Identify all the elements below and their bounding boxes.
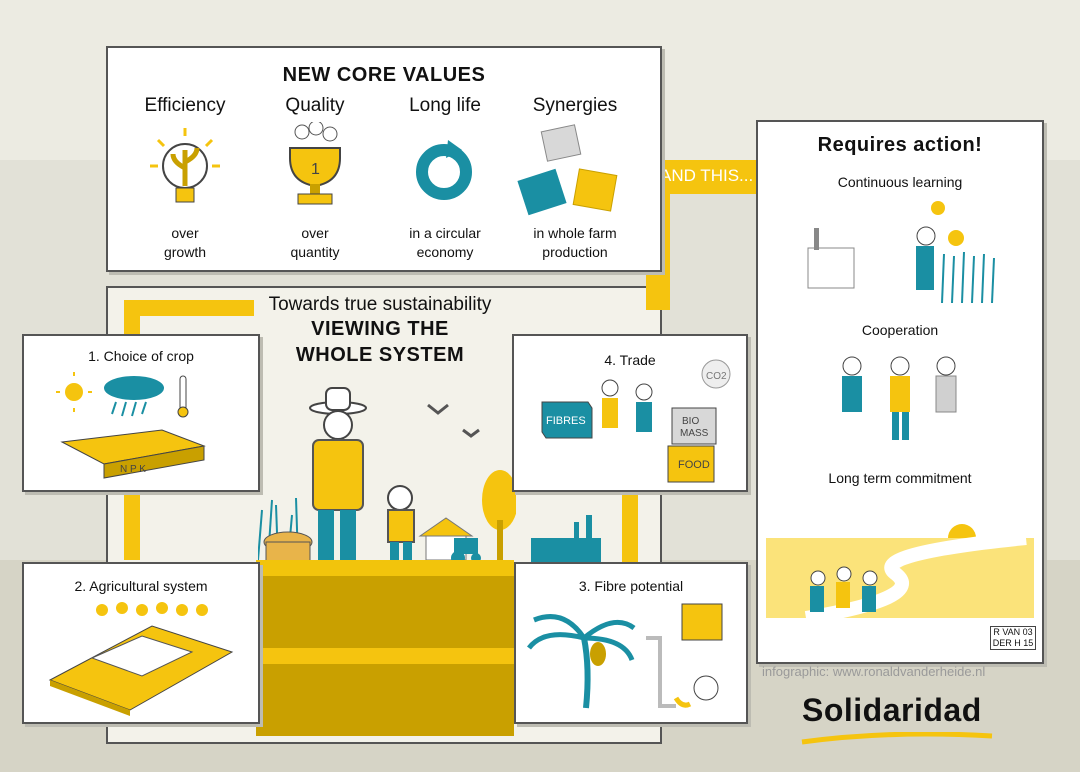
step-agri-panel: 2. Agricultural system <box>22 562 260 724</box>
connector-bar <box>244 648 524 664</box>
signature-line: DER H 15 <box>992 638 1034 648</box>
signature-line: R VAN 03 <box>993 627 1033 637</box>
center-subtitle: Towards true sustainability <box>268 294 492 315</box>
step-trade-panel: 4. Trade CO2 FIBRES BIO MASS FOOD <box>512 334 748 492</box>
value-sub-line: in a circular <box>409 225 481 241</box>
logo-swoosh <box>801 732 993 745</box>
value-sub-line: in whole farm <box>533 225 617 241</box>
fibre-illustration <box>527 603 723 709</box>
step-crop-title: 1. Choice of crop <box>88 348 194 364</box>
factory-illustration <box>531 515 601 563</box>
center-title-line1: VIEWING THE <box>311 318 449 340</box>
value-sub: in a circular economy <box>380 224 510 262</box>
value-heading: Efficiency <box>144 95 226 116</box>
fibres-label: FIBRES <box>546 415 586 427</box>
bio-label: BIO <box>682 416 699 427</box>
value-sub: in whole farm production <box>510 224 640 262</box>
step-trade-title: 4. Trade <box>604 352 656 368</box>
trophy-cotton-icon: 1 <box>289 122 341 205</box>
npk-label: N P K <box>120 464 146 475</box>
trade-illustration: CO2 FIBRES BIO MASS FOOD <box>541 359 731 483</box>
core-values-panel: NEW CORE VALUES Efficiency Quality Long … <box>106 46 662 272</box>
value-sub: over growth <box>120 224 250 262</box>
mass-label: MASS <box>680 428 709 439</box>
cooperation-illustration <box>842 356 957 440</box>
value-heading: Quality <box>285 95 345 116</box>
value-sub-line: over <box>171 225 199 241</box>
artist-signature: R VAN 03 DER H 15 <box>990 626 1036 650</box>
step-fibre-panel: 3. Fibre potential <box>514 562 748 724</box>
action-item-learning: Continuous learning <box>837 174 963 190</box>
step-crop-panel: 1. Choice of crop N P K <box>22 334 260 492</box>
action-item-cooperation: Cooperation <box>861 322 939 338</box>
value-sub-line: growth <box>163 244 207 260</box>
connector-bar <box>124 480 140 560</box>
value-sub-line: economy <box>416 244 474 260</box>
value-sub-line: over <box>301 225 329 241</box>
value-heading: Synergies <box>532 95 618 116</box>
crop-weather-illustration: N P K <box>56 372 206 479</box>
food-label: FOOD <box>678 459 710 471</box>
commitment-illustration <box>766 524 1034 624</box>
circular-arrow-icon <box>416 140 472 200</box>
connector-bar <box>124 300 254 316</box>
solidaridad-logo: Solidaridad <box>802 692 982 728</box>
connector-bar <box>622 480 638 564</box>
and-this-label: AND THIS... <box>660 166 754 185</box>
requires-action-panel: Requires action! Continuous learning Coo… <box>756 120 1044 664</box>
center-title-line2: WHOLE SYSTEM <box>295 344 465 366</box>
value-sub: over quantity <box>250 224 380 262</box>
value-sub-line: production <box>542 244 608 260</box>
step-agri-title: 2. Agricultural system <box>74 578 208 594</box>
lightbulb-plant-icon <box>150 128 220 203</box>
step-fibre-title: 3. Fibre potential <box>578 578 684 594</box>
value-heading: Long life <box>409 95 481 116</box>
co2-label: CO2 <box>706 371 727 382</box>
action-title: Requires action! <box>817 134 983 156</box>
core-values-title: NEW CORE VALUES <box>282 64 486 86</box>
agri-system-illustration <box>48 602 234 716</box>
farm-scene-illustration <box>258 387 516 568</box>
action-item-commitment: Long term commitment <box>828 470 972 486</box>
svg-text:1: 1 <box>311 161 320 178</box>
puzzle-pieces-icon <box>517 124 618 216</box>
learning-illustration <box>807 201 995 304</box>
value-sub-line: quantity <box>290 244 340 260</box>
connector-arrow <box>646 160 766 194</box>
credit-text: infographic: www.ronaldvanderheide.nl <box>762 664 986 679</box>
